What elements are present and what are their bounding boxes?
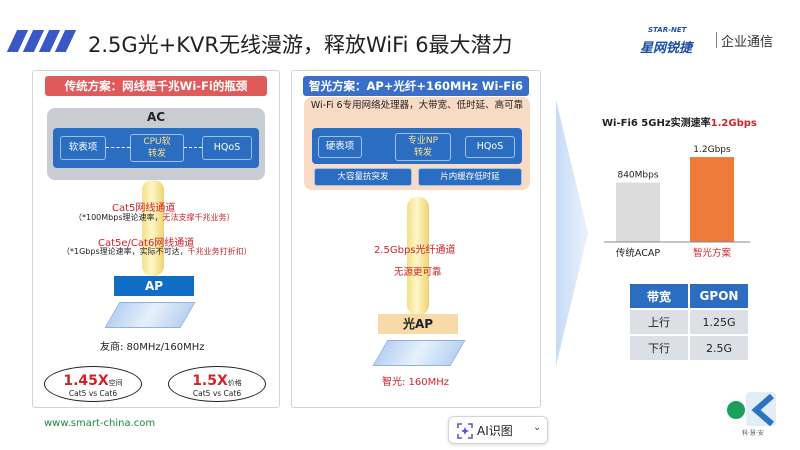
ac-chip-label: 软表项: [68, 142, 98, 153]
ac-chip-label: HQoS: [213, 142, 241, 153]
logo-brand-main: 星网锐捷: [640, 41, 693, 56]
footer-url[interactable]: www.smart-china.com: [44, 418, 156, 429]
fiber-channel: [407, 197, 429, 315]
stat-space-label: 空间: [108, 379, 123, 387]
speed-chart: 840Mbps 传统ACAP 1.2Gbps 智光方案: [604, 145, 750, 259]
table-cell: 下行: [628, 334, 690, 362]
left-freq: 友商: 80MHz/160MHz: [100, 342, 205, 353]
np-chip-hard-table: 硬表项: [318, 136, 362, 158]
ac-chip-soft-table: 软表项: [60, 136, 106, 160]
chart-bar: [616, 182, 660, 242]
fiber-note: 无源更可靠: [394, 267, 442, 278]
logo-divider: [716, 32, 717, 48]
table-header: 带宽: [628, 282, 690, 310]
stat-space-sub: Cat5 vs Cat6: [68, 389, 118, 398]
np-chip-label: HQoS: [476, 141, 504, 152]
cat6-note-b: 千兆业务打折扣）: [187, 247, 252, 256]
chart-value-label: 840Mbps: [617, 171, 658, 181]
stat-price-sub: Cat5 vs Cat6: [192, 389, 242, 398]
ai-recognize-button[interactable]: AI识图 ⌄: [448, 416, 548, 444]
cable-channel: [142, 180, 164, 276]
table-cell: 1.25G: [688, 308, 750, 336]
smart-heading: 智光方案：AP+光纤+160MHz Wi-Fi6: [303, 76, 529, 96]
cat6-note-a: （*1Gbps理论速率，实际不可达，: [62, 247, 188, 256]
ai-recognize-label: AI识图: [477, 424, 513, 438]
chart-category-label: 传统ACAP: [616, 247, 660, 259]
table-cell: 上行: [628, 308, 690, 336]
cat5-label: Cat5网线通道: [112, 203, 176, 214]
chart-title: Wi-Fi6 5GHz实测速率1.2Gbps: [602, 114, 757, 129]
logo-mark: STAR-NET 星网锐捷: [630, 26, 712, 56]
stat-price-value: 1.5X: [192, 373, 228, 389]
title-stripes: [6, 30, 77, 52]
cat5-note: （*100Mbps理论速率，无法支撑千兆业务）: [74, 212, 235, 223]
cat6-note: （*1Gbps理论速率，实际不可达，千兆业务打折扣）: [62, 246, 252, 257]
feature-cache: 片内缓存低时延: [418, 168, 522, 186]
np-chip-label: 专业NP 转发: [407, 136, 439, 158]
ac-link: [184, 147, 202, 148]
ac-link: [106, 147, 130, 148]
chart-bar: [690, 157, 734, 242]
ai-scan-icon: [457, 423, 473, 439]
stat-price-oval: 1.5X价格 Cat5 vs Cat6: [168, 366, 266, 402]
stat-price-label: 价格: [227, 379, 242, 387]
company-logo: STAR-NET 星网锐捷 企业通信: [630, 26, 780, 56]
cat5-note-a: （*100Mbps理论速率，: [74, 213, 163, 222]
chart-title-prefix: Wi-Fi6 5GHz实测速率: [602, 118, 711, 129]
chart-value-label: 1.2Gbps: [693, 145, 731, 155]
chevron-down-icon: ⌄: [533, 422, 542, 433]
ap-bar: AP: [114, 276, 194, 296]
processor-caption: Wi-Fi 6专用网络处理器，大带宽、低时延、高可靠: [310, 100, 524, 111]
logo-brand-top: STAR-NET: [648, 26, 687, 34]
np-chip-hqos: HQoS: [465, 136, 515, 158]
corner-logo-caption: 科·慧·安: [742, 430, 764, 437]
chart-category-label: 智光方案: [693, 247, 732, 259]
traditional-heading: 传统方案：网线是千兆Wi-Fi的瓶颈: [45, 76, 267, 96]
ac-chip-hqos: HQoS: [202, 136, 252, 160]
optical-ap-bar: 光AP: [378, 314, 458, 334]
stat-space-oval: 1.45X空间 Cat5 vs Cat6: [44, 366, 142, 402]
np-chip-np: 专业NP 转发: [395, 133, 451, 161]
ac-chip-label: CPU软 转发: [143, 137, 171, 159]
fiber-label: 2.5Gbps光纤通道: [374, 245, 456, 256]
table-header: GPON: [688, 282, 750, 310]
feature-burst-label: 大容量抗突发: [337, 172, 389, 182]
table-cell: 2.5G: [688, 334, 750, 362]
optical-ap-device-image: [372, 340, 466, 366]
cat5-note-b: 无法支撑千兆业务）: [162, 213, 235, 222]
stat-space-value: 1.45X: [63, 373, 109, 389]
feature-cache-label: 片内缓存低时延: [440, 172, 500, 182]
cat6-label: Cat5e/Cat6网线通道: [98, 238, 195, 249]
ac-label: AC: [146, 110, 166, 124]
ap-device-image: [104, 302, 196, 328]
feature-burst: 大容量抗突发: [314, 168, 412, 186]
right-freq: 智光: 160MHz: [382, 377, 450, 388]
np-chip-label: 硬表项: [325, 141, 355, 152]
corner-logo-icon: [727, 392, 776, 427]
ac-chip-cpu: CPU软 转发: [130, 134, 184, 162]
chart-title-highlight: 1.2Gbps: [710, 118, 757, 129]
transition-arrow-icon: [556, 100, 588, 366]
logo-brand-sub: 企业通信: [721, 35, 774, 50]
page-title: 2.5G光+KVR无线漫游，释放WiFi 6最大潜力: [88, 33, 513, 57]
